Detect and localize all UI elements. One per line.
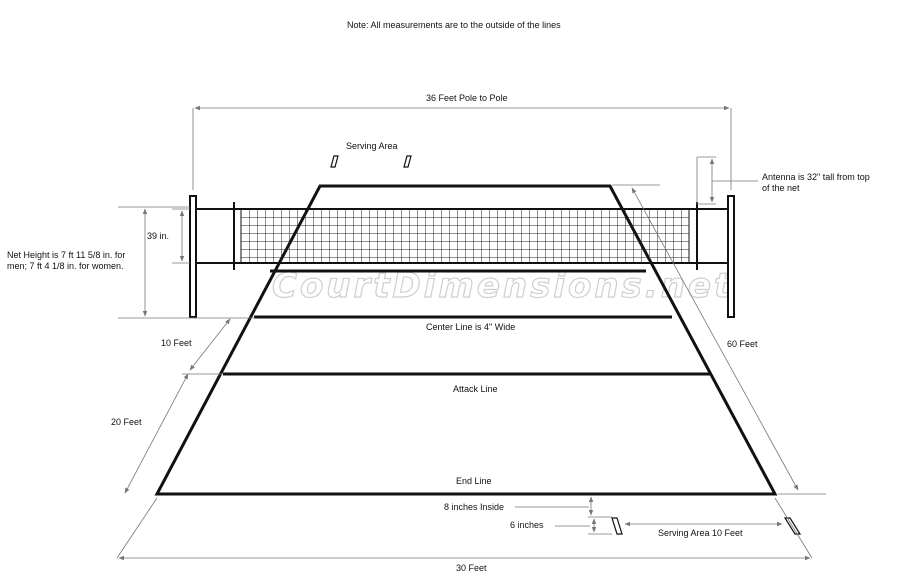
net bbox=[196, 202, 735, 270]
serving-area-top-label: Serving Area bbox=[346, 141, 398, 151]
right-pole bbox=[727, 195, 735, 318]
dimension-30-feet bbox=[116, 497, 813, 561]
eight-inches-label: 8 inches Inside bbox=[444, 502, 505, 512]
ten-feet-label: 10 Feet bbox=[161, 338, 192, 348]
antenna-label: Antenna is 32" tall from top of the net bbox=[762, 172, 870, 193]
net-39-in-label: 39 in. bbox=[147, 231, 170, 241]
dimension-pole-to-pole bbox=[192, 105, 732, 190]
serving-area-marks-top bbox=[330, 155, 412, 168]
attack-line-label: Attack Line bbox=[453, 384, 498, 394]
dimension-39-in bbox=[172, 208, 190, 264]
dimension-60-feet bbox=[612, 184, 826, 495]
thirty-feet-label: 30 Feet bbox=[456, 563, 487, 573]
twenty-feet-label: 20 Feet bbox=[111, 417, 142, 427]
note-text: Note: All measurements are to the outsid… bbox=[347, 20, 561, 30]
net-height-label: Net Height is 7 ft 11 5/8 in. for men; 7… bbox=[7, 250, 126, 271]
serving-area-bottom-label: Serving Area 10 Feet bbox=[658, 528, 743, 538]
six-inches-label: 6 inches bbox=[510, 520, 544, 530]
pole-to-pole-label: 36 Feet Pole to Pole bbox=[426, 93, 508, 103]
left-pole bbox=[189, 195, 197, 318]
dimension-left-diagonals bbox=[124, 318, 231, 494]
dimension-net-height bbox=[118, 206, 255, 319]
dimension-small-offsets bbox=[515, 496, 612, 535]
end-line-label: End Line bbox=[456, 476, 492, 486]
court-outline bbox=[154, 184, 778, 496]
center-line-label: Center Line is 4" Wide bbox=[426, 322, 516, 332]
sixty-feet-label: 60 Feet bbox=[727, 339, 758, 349]
